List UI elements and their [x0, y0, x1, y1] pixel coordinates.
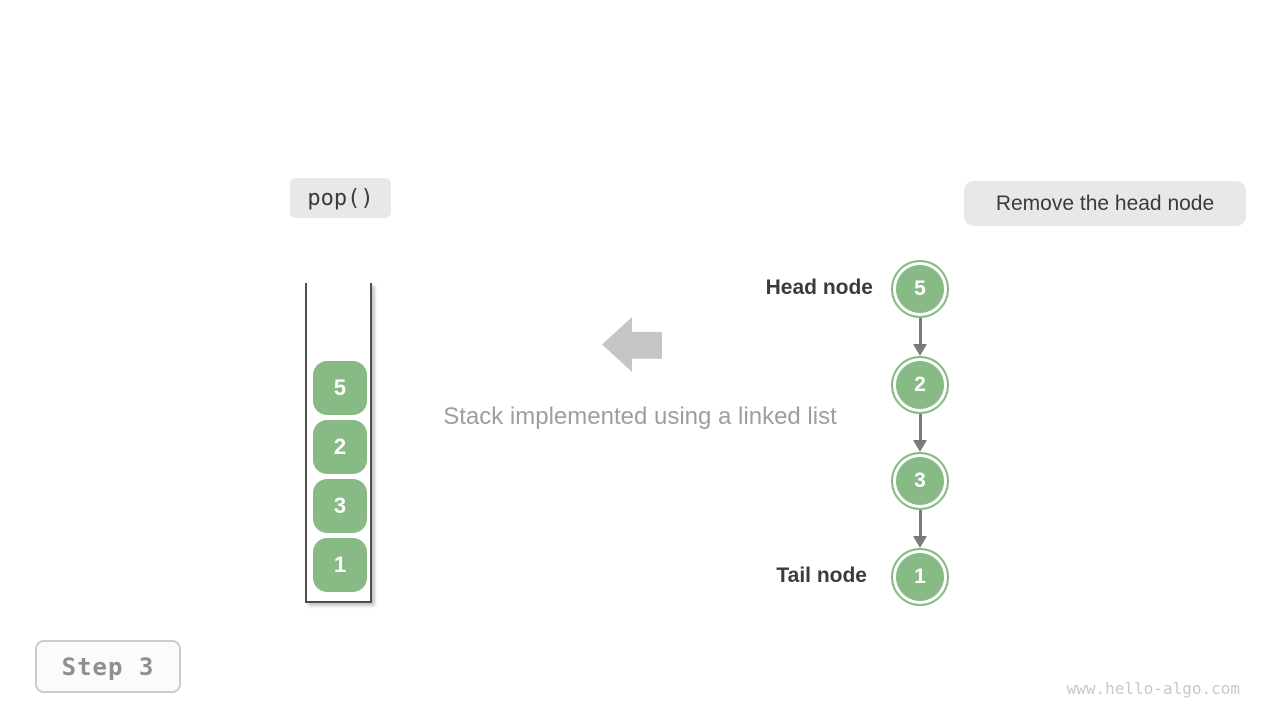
step-label: Step 3 [61, 652, 155, 681]
arrow-tip [913, 536, 927, 548]
down-arrow-icon [906, 318, 934, 356]
tail-node-label: Tail node [776, 564, 867, 587]
node-value: 2 [914, 373, 926, 396]
caption-text: Stack implemented using a linked list [443, 403, 837, 430]
remove-head-node-badge: Remove the head node [964, 181, 1246, 226]
arrow-shaft [918, 318, 922, 346]
arrow-tip [913, 440, 927, 452]
down-arrow-icon [906, 414, 934, 452]
node-value: 3 [914, 469, 926, 492]
watermark-text: www.hello-algo.com [1066, 679, 1240, 698]
linked-list-node: 2 [891, 356, 949, 414]
linked-list-node: 5 [891, 260, 949, 318]
head-node-label: Head node [765, 276, 873, 299]
node-value: 1 [914, 565, 926, 588]
left-arrow-icon [602, 317, 662, 372]
pop-operation-label: pop() [307, 185, 374, 211]
node-value: 5 [914, 277, 926, 300]
step-badge: Step 3 [35, 640, 181, 693]
arrow-tip [913, 344, 927, 356]
linked-list-node: 1 [891, 548, 949, 606]
arrow-shaft [918, 510, 922, 538]
down-arrow-icon [906, 510, 934, 548]
remove-head-node-label: Remove the head node [995, 191, 1215, 215]
stack-block: 5 [313, 361, 367, 415]
stack-block: 3 [313, 479, 367, 533]
arrow-shaft [918, 414, 922, 442]
stack-block: 2 [313, 420, 367, 474]
pop-operation-badge: pop() [290, 178, 391, 218]
linked-list-node: 3 [891, 452, 949, 510]
stack-block: 1 [313, 538, 367, 592]
